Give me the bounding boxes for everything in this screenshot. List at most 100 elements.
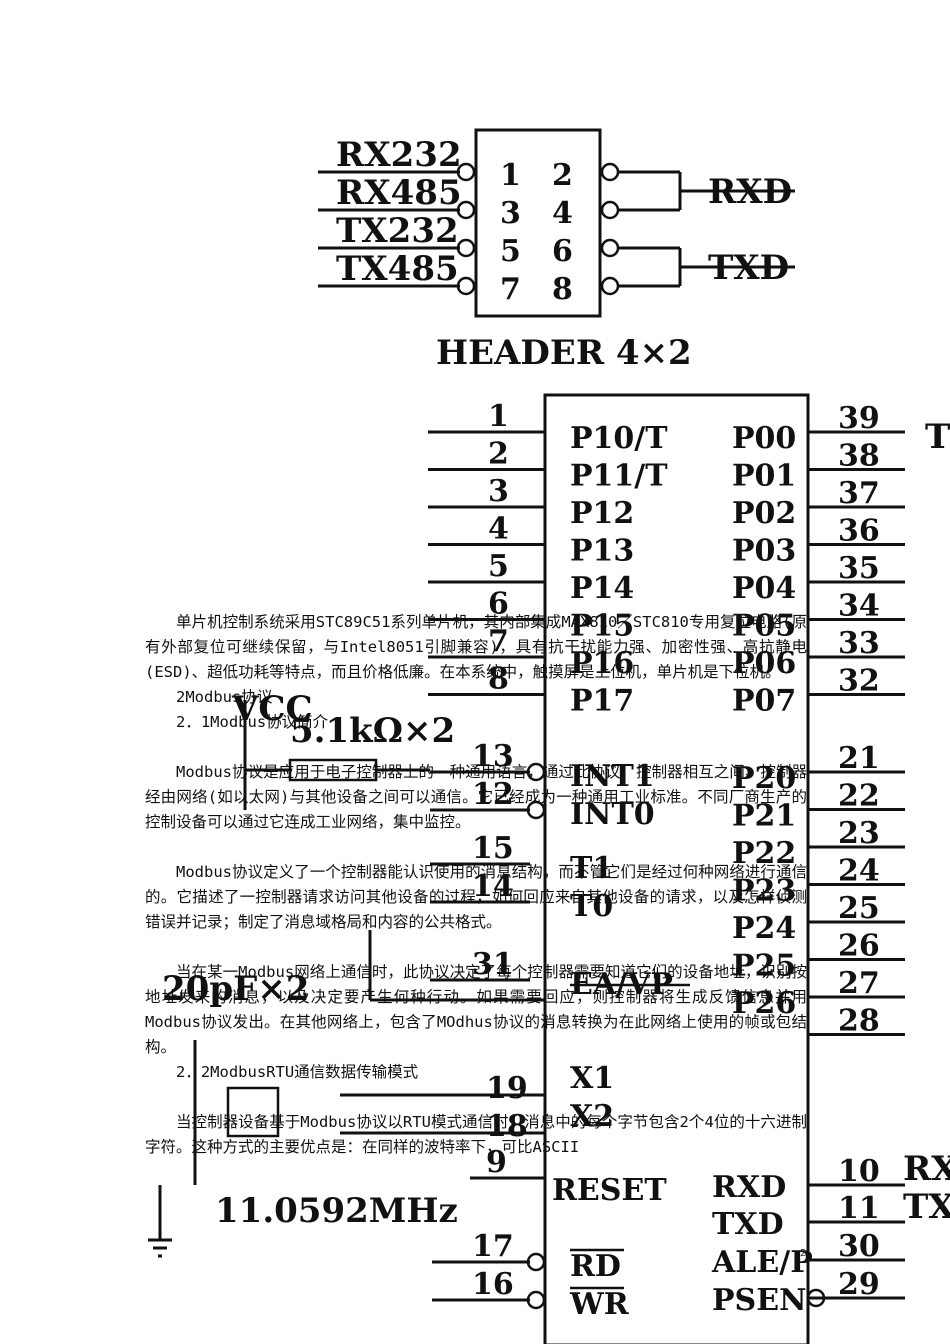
mcu-control-label: T1 xyxy=(570,851,613,886)
header-pin-number: 7 xyxy=(500,272,521,307)
mcu-control-label: X2 xyxy=(570,1099,614,1134)
header-signal-rx232: RX232 xyxy=(336,135,462,175)
paragraph-modbus-structure: Modbus协议定义了一个控制器能认识使用的消息结构，而不管它们是经过何种网络进… xyxy=(145,863,807,931)
mcu-port-label: P11/T xyxy=(570,459,668,494)
mcu-port-label: P01 xyxy=(732,459,796,494)
mcu-port-label: P07 xyxy=(732,684,796,719)
heading-modbus-rtu: 2．2ModbusRTU通信数据传输模式 xyxy=(176,1063,419,1081)
mcu-control-label: WR xyxy=(569,1287,630,1322)
header-pin-bubble xyxy=(456,276,476,296)
mcu-port-label: P13 xyxy=(570,534,634,569)
mcu-port-label: P12 xyxy=(570,496,634,531)
header-pin-bubble xyxy=(600,162,620,182)
page-number: 2 xyxy=(800,1248,807,1259)
header-connector-body xyxy=(474,128,602,318)
body-text: 单片机控制系统采用STC89C51系列单片机，其内部集成MAX810／STC81… xyxy=(145,610,807,1160)
mcu-port-label: P03 xyxy=(732,534,796,569)
heading-modbus-intro: 2．1Modbus协议简介 xyxy=(176,713,329,731)
edge-label-rx: RX xyxy=(903,1149,950,1189)
header-signal-txd: TXD xyxy=(708,248,789,288)
mcu-pin-number: 4 xyxy=(488,512,509,547)
edge-label-tx: TX xyxy=(903,1187,950,1227)
mcu-pin-number: 34 xyxy=(838,589,880,624)
mcu-control-label: INT0 xyxy=(570,797,655,832)
mcu-port-label: P22 xyxy=(732,836,796,871)
mcu-port-label: P16 xyxy=(570,646,634,681)
crystal xyxy=(226,1086,280,1138)
mcu-pin-number: 31 xyxy=(472,947,514,982)
mcu-port-label: P14 xyxy=(570,571,634,606)
header-pin-number: 8 xyxy=(552,272,573,307)
header-pin-number: 3 xyxy=(500,196,521,231)
mcu-pin-number: 10 xyxy=(838,1154,880,1189)
mcu-port-label: P20 xyxy=(732,761,796,796)
mcu-port-label: P06 xyxy=(732,646,796,681)
resistor-label: 5.1kΩ×2 xyxy=(290,711,455,751)
mcu-pin-number: 15 xyxy=(472,831,514,866)
capacitor-label: 20pF×2 xyxy=(162,969,309,1009)
mcu-pin-bubble xyxy=(526,1290,546,1310)
header-pin-bubble xyxy=(456,200,476,220)
mcu-pin-bubble xyxy=(526,800,546,820)
mcu-control-label: T0 xyxy=(570,889,613,924)
mcu-pin-number: 24 xyxy=(838,854,880,889)
mcu-pin-number: 13 xyxy=(472,739,514,774)
mcu-pin-number: 7 xyxy=(488,624,509,659)
mcu-port-label: P17 xyxy=(570,684,634,719)
mcu-port-label: P23 xyxy=(732,874,796,909)
mcu-pin-number: 3 xyxy=(488,474,509,509)
mcu-pin-number: 22 xyxy=(838,779,880,814)
mcu-pin-number: 11 xyxy=(838,1191,880,1226)
paragraph-modbus-rtu: 当控制器设备基于Modbus协议以RTU模式通信时，消息中的每个字节包含2个4位… xyxy=(145,1113,807,1156)
mcu-pin-number: 9 xyxy=(486,1145,507,1180)
mcu-pin-number: 37 xyxy=(838,476,880,511)
heading-modbus: 2Modbus协议 xyxy=(176,688,273,706)
header-pin-number: 6 xyxy=(552,234,573,269)
mcu-pin-number: 33 xyxy=(838,626,880,661)
mcu-pin-number: 32 xyxy=(838,664,880,699)
mcu-control-label: PSEN xyxy=(712,1283,807,1318)
mcu-pin-number: 21 xyxy=(838,741,880,776)
mcu-port-label: P02 xyxy=(732,496,796,531)
mcu-pin-bubble xyxy=(526,762,546,782)
mcu-control-label: RESET xyxy=(552,1173,667,1208)
mcu-pin-bubble xyxy=(806,1288,826,1308)
mcu-port-label: P00 xyxy=(732,421,796,456)
header-pin-bubble xyxy=(600,238,620,258)
paragraph-modbus-language: Modbus协议是应用于电子控制器上的一种通用语言，通过此协议，控制器相互之间、… xyxy=(145,763,807,831)
crystal-label: 11.0592MHz xyxy=(215,1191,458,1231)
mcu-pin-number: 5 xyxy=(488,549,509,584)
mcu-pin-number: 29 xyxy=(838,1267,880,1302)
mcu-pin-number: 8 xyxy=(488,662,509,697)
mcu-pin-number: 30 xyxy=(838,1229,880,1264)
mcu-control-label: X1 xyxy=(570,1061,614,1096)
header-pin-bubble xyxy=(600,200,620,220)
mcu-pin-number: 28 xyxy=(838,1004,880,1039)
paragraph-mcu-intro: 单片机控制系统采用STC89C51系列单片机，其内部集成MAX810／STC81… xyxy=(145,613,807,681)
mcu-control-label: TXD xyxy=(712,1207,784,1242)
header-pin-bubble xyxy=(456,162,476,182)
mcu-pin-number: 19 xyxy=(486,1071,528,1106)
mcu-pin-number: 35 xyxy=(838,551,880,586)
mcu-control-label: INT1 xyxy=(570,759,655,794)
mcu-pin-number: 39 xyxy=(838,401,880,436)
header-pin-bubble xyxy=(456,238,476,258)
mcu-body xyxy=(543,393,810,1344)
mcu-pin-number: 23 xyxy=(838,816,880,851)
mcu-pin-number: 17 xyxy=(472,1229,514,1264)
mcu-port-label: P15 xyxy=(570,609,634,644)
paragraph-modbus-network: 当在某一Modbus网络上通信时，此协议决定了每个控制器需要知道它们的设备地址，… xyxy=(145,963,807,1056)
mcu-pin-number: 26 xyxy=(838,929,880,964)
header-signal-rxd: RXD xyxy=(708,172,792,212)
mcu-port-label: P21 xyxy=(732,799,796,834)
mcu-pin-number: 27 xyxy=(838,966,880,1001)
mcu-control-label: RD xyxy=(570,1249,621,1284)
header-pin-bubble xyxy=(600,276,620,296)
header-pin-number: 2 xyxy=(552,158,573,193)
header-pin-number: 5 xyxy=(500,234,521,269)
mcu-pin-number: 1 xyxy=(488,399,509,434)
edge-label-tx: TX xyxy=(925,417,950,457)
mcu-pin-number: 36 xyxy=(838,514,880,549)
mcu-pin-number: 25 xyxy=(838,891,880,926)
